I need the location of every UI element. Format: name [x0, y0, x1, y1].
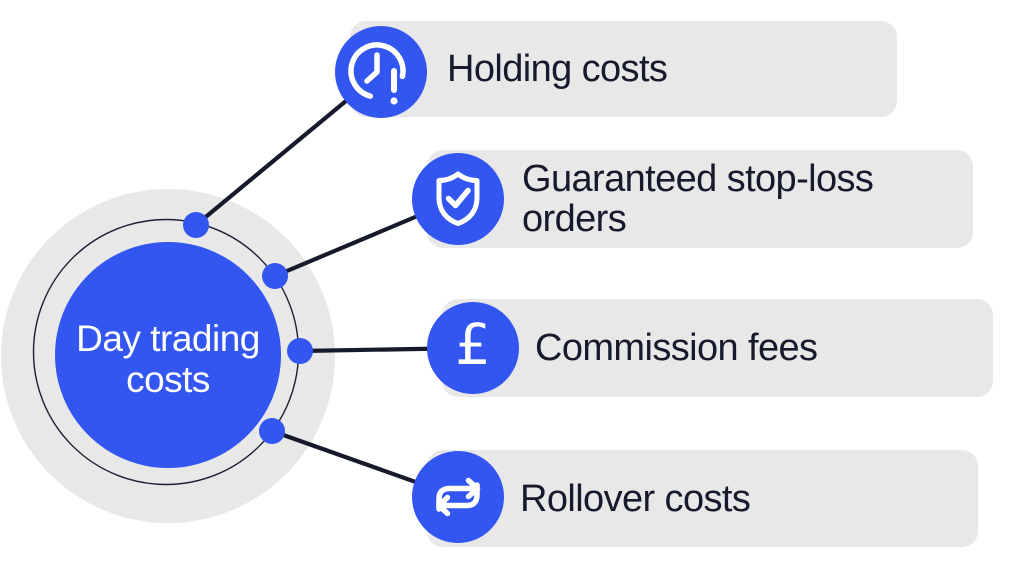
- shield-check-icon: [412, 153, 504, 245]
- node-dot-2: [262, 263, 288, 289]
- pound-glyph: £: [455, 313, 491, 378]
- hub-label: Day trading costs: [76, 318, 260, 400]
- pound-sterling-icon: £: [427, 302, 519, 394]
- node-dot-4: [259, 418, 285, 444]
- card-rollover-costs: Rollover costs: [412, 450, 978, 547]
- repeat-arrows-icon: [412, 451, 504, 543]
- card-holding-costs: Holding costs: [335, 21, 897, 118]
- card-label: Commission fees: [535, 327, 818, 369]
- card-label: Holding costs: [447, 48, 668, 90]
- clock-alert-icon: [335, 26, 427, 118]
- card-label: Guaranteed stop-loss orders: [522, 158, 874, 240]
- card-label: Rollover costs: [520, 477, 751, 520]
- hub-circle: [55, 242, 281, 468]
- node-dot-1: [183, 212, 209, 238]
- card-commission-fees: £ Commission fees: [427, 299, 993, 397]
- node-dot-3: [287, 338, 313, 364]
- card-guaranteed-stop-loss-orders: Guaranteed stop-loss orders: [412, 150, 973, 248]
